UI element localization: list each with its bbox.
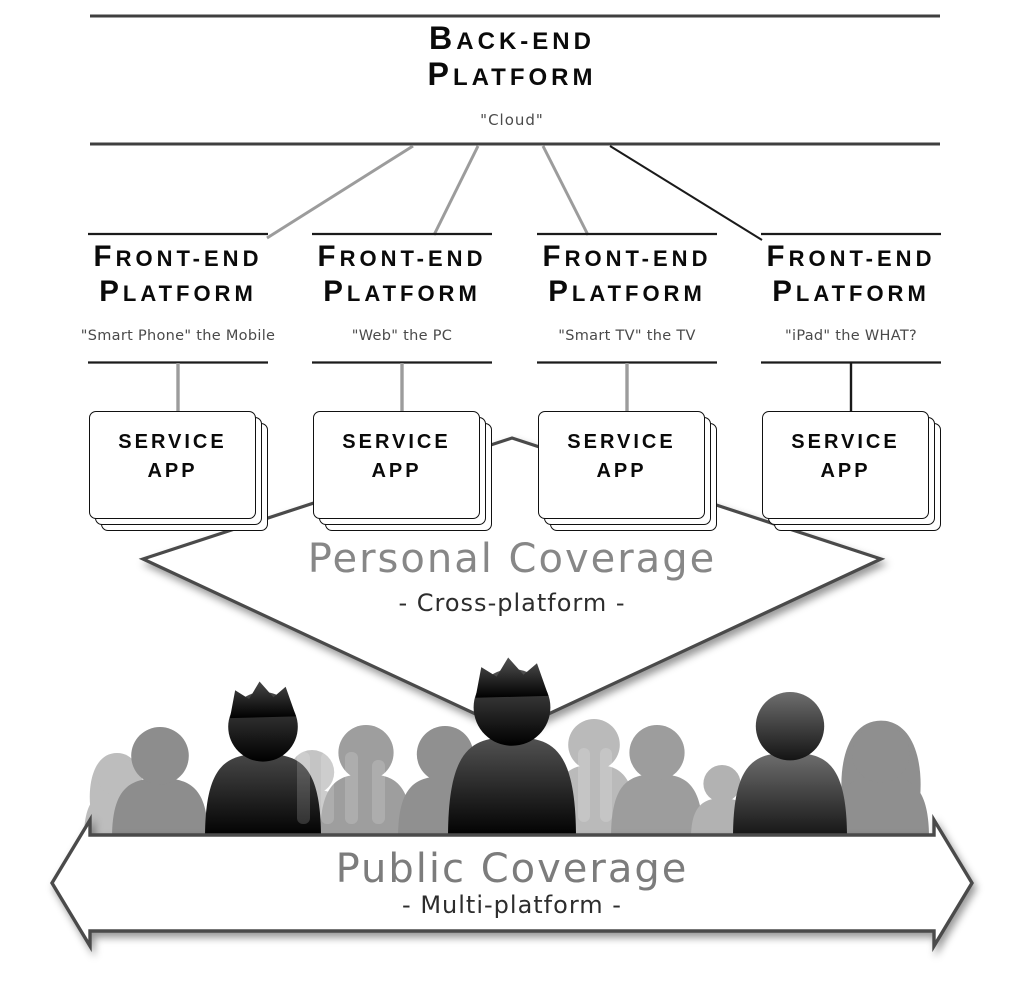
person-silhouette: [833, 720, 929, 838]
frontend-platform-2: Front-end Platform "Web" the PC: [290, 240, 514, 380]
frontend-title-line1: Front-end: [542, 240, 712, 273]
platform-subtitle-2: "Web" the PC: [351, 328, 453, 344]
app-label: App: [820, 460, 871, 482]
person-silhouette: [733, 692, 847, 838]
cloud-link-2: [432, 145, 480, 236]
frontend-platform-3: Front-end Platform "Smart TV" the TV: [515, 240, 739, 380]
person-silhouette: [112, 727, 208, 838]
cloud-link-3: [541, 145, 590, 236]
frontend-title-line1: Front-end: [93, 240, 263, 273]
frontend-title-line2: Platform: [548, 275, 706, 308]
backend-platform-title: Back-end Platform: [0, 22, 1024, 94]
service-app-stack-2: Service App: [313, 411, 493, 532]
frontend-title-line1: Front-end: [766, 240, 936, 273]
service-app-card-3: Service App: [538, 411, 705, 519]
frontend-title-2: Front-end Platform: [290, 240, 514, 310]
platform-subtitle-4: "iPad" the WHAT?: [785, 328, 917, 344]
frontend-title-line2: Platform: [99, 275, 257, 308]
app-label: App: [147, 460, 198, 482]
public-coverage-arrow: [50, 813, 974, 953]
cloud-label: "Cloud": [480, 111, 544, 129]
personal-coverage-title: Personal Coverage: [307, 536, 717, 582]
backend-title-line2: Platform: [427, 56, 597, 92]
service-label: Service: [567, 431, 676, 453]
service-app-stack-3: Service App: [538, 411, 718, 532]
service-app-card-2: Service App: [313, 411, 480, 519]
person-silhouette: [611, 725, 703, 838]
service-app-stack-4: Service App: [762, 411, 942, 532]
person-silhouette: [448, 657, 576, 838]
service-app-card-4: Service App: [762, 411, 929, 519]
frontend-title-3: Front-end Platform: [515, 240, 739, 310]
service-label: Service: [342, 431, 451, 453]
frontend-title-1: Front-end Platform: [66, 240, 290, 310]
frontend-title-line2: Platform: [323, 275, 481, 308]
person-silhouette: [205, 681, 321, 838]
cloud-link-4: [609, 145, 763, 241]
platform-subtitle-1: "Smart Phone" the Mobile: [80, 328, 276, 344]
service-label: Service: [118, 431, 227, 453]
public-crowd-silhouettes: [84, 657, 929, 838]
platform-rules: [88, 232, 941, 364]
backend-title-line1: Back-end: [429, 20, 595, 56]
public-coverage-title: Public Coverage: [335, 846, 689, 892]
watermark-ghost: [297, 748, 612, 824]
frontend-platform-4: Front-end Platform "iPad" the WHAT?: [739, 240, 963, 380]
platform-subtitle-3: "Smart TV" the TV: [558, 328, 696, 344]
app-label: App: [596, 460, 647, 482]
cloud-link-1: [266, 144, 414, 240]
service-app-card-1: Service App: [89, 411, 256, 519]
person-silhouette: [320, 725, 412, 838]
frontend-title-line1: Front-end: [317, 240, 487, 273]
service-label: Service: [791, 431, 900, 453]
app-label: App: [371, 460, 422, 482]
service-app-stack-1: Service App: [89, 411, 269, 532]
frontend-title-4: Front-end Platform: [739, 240, 963, 310]
personal-coverage-subtitle: - Cross-platform -: [398, 589, 626, 617]
public-coverage-subtitle: - Multi-platform -: [402, 891, 622, 919]
frontend-platform-1: Front-end Platform "Smart Phone" the Mob…: [66, 240, 290, 380]
frontend-title-line2: Platform: [772, 275, 930, 308]
